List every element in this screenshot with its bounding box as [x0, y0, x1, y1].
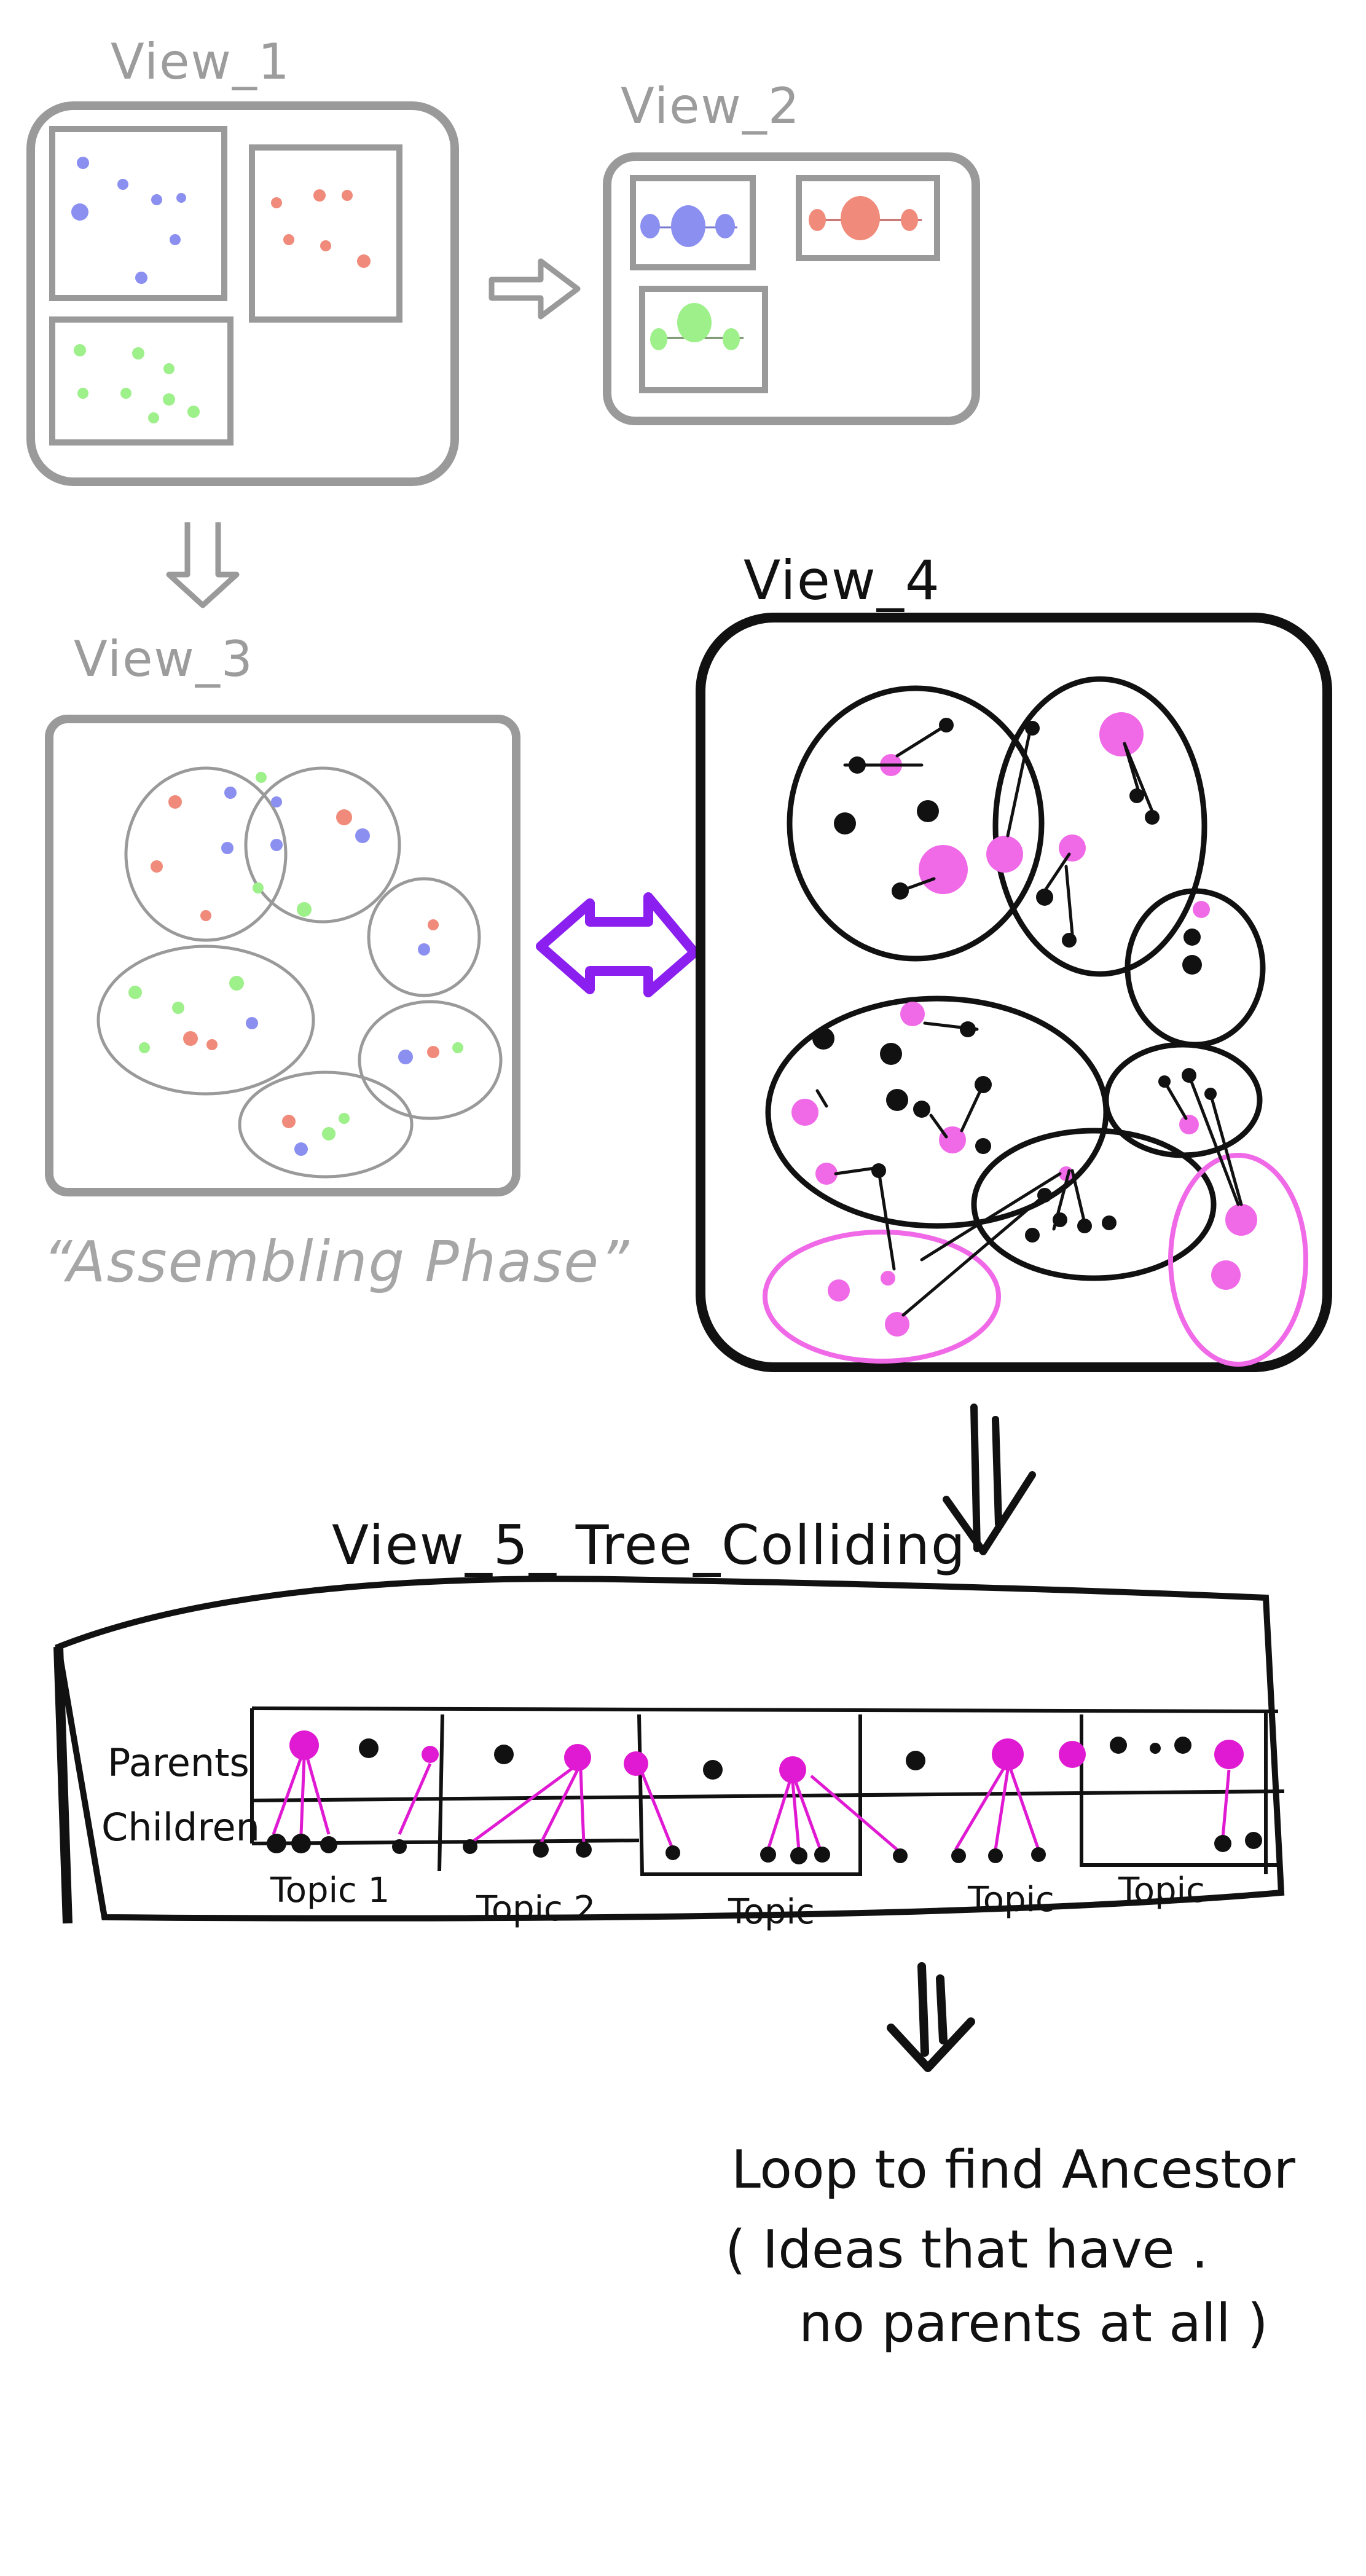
conclusion-line-2: ( Ideas that have .: [725, 2219, 1208, 2280]
view-5-parent-nodes: [289, 1730, 1244, 1783]
arrow-view4-to-view5: [943, 1404, 1036, 1555]
topic-label-5: Topic: [1118, 1871, 1205, 1910]
view-3-cluster-outlines: [96, 766, 503, 1179]
view-5-title: View_5_ Tree_Colliding: [332, 1514, 967, 1577]
row-label-children: Children: [101, 1805, 260, 1850]
view-4-title: View_4: [744, 549, 941, 612]
view-3-red-dots: [151, 795, 439, 1128]
view-1-panel-green: [49, 316, 234, 446]
view-1-blue-dots: [71, 157, 186, 284]
conclusion-note: Loop to find Ancestor ( Ideas that have …: [725, 2139, 1296, 2354]
view-3: View_3 “Assembling Phase”: [43, 630, 630, 1295]
view-5-frame: [55, 1576, 1285, 1922]
view-2-panel-blue: [630, 175, 756, 270]
view-1-panel-blue: [49, 126, 227, 301]
topic-label-4: Topic: [967, 1880, 1054, 1920]
view-2-green-cluster: [650, 303, 744, 350]
topic-label-1: Topic 1: [270, 1871, 390, 1910]
view-2-panel-red: [796, 175, 940, 261]
view-2: View_2: [603, 77, 980, 425]
view-3-blue-dots: [221, 787, 430, 1156]
view-5-tree-grid: [250, 1706, 1285, 1876]
view-1-frame: [26, 101, 459, 486]
conclusion-line-3: no parents at all ): [799, 2293, 1268, 2354]
view-1-red-dots: [271, 189, 371, 268]
view-5-child-nodes: [267, 1832, 1262, 1864]
row-label-parents: Parents: [108, 1740, 249, 1785]
view-3-caption: “Assembling Phase”: [43, 1229, 630, 1295]
view-4: View_4: [696, 549, 1332, 1372]
view-5-left-bar: [53, 1646, 73, 1924]
view-4-magenta-nodes: [791, 712, 1257, 1337]
view-2-blue-cluster: [640, 205, 737, 247]
view-4-ancestor-outlines: [763, 1153, 1308, 1367]
view-3-title: View_3: [74, 630, 254, 688]
topic-label-3: Topic -: [728, 1892, 838, 1932]
view-5: View_5_ Tree_Colliding Parents Children: [53, 1514, 1285, 1932]
arrow-view1-to-view2: [489, 258, 581, 320]
view-1-title: View_1: [111, 33, 291, 90]
view-2-red-cluster: [809, 196, 922, 240]
conclusion-line-1: Loop to find Ancestor: [731, 2139, 1296, 2201]
arrow-view1-to-view3: [166, 522, 240, 608]
view-3-frame: [45, 715, 520, 1196]
arrow-view3-view4-bidirectional: [536, 892, 699, 997]
view-1: View_1: [26, 33, 459, 486]
view-2-frame: [603, 152, 980, 425]
topic-label-2: Topic 2: [476, 1889, 595, 1929]
view-2-title: View_2: [621, 77, 801, 135]
view-2-panel-green: [639, 286, 768, 393]
view-4-cluster-outlines: [765, 676, 1266, 1281]
view-1-green-dots: [74, 344, 200, 423]
view-4-dependency-arrows: [815, 723, 1243, 1317]
view-3-green-dots: [128, 772, 463, 1141]
view-4-frame: [696, 613, 1332, 1372]
view-5-parent-child-links: [272, 1757, 1231, 1851]
view-1-panel-red: [249, 144, 402, 323]
arrow-view5-to-conclusion: [887, 1962, 975, 2072]
